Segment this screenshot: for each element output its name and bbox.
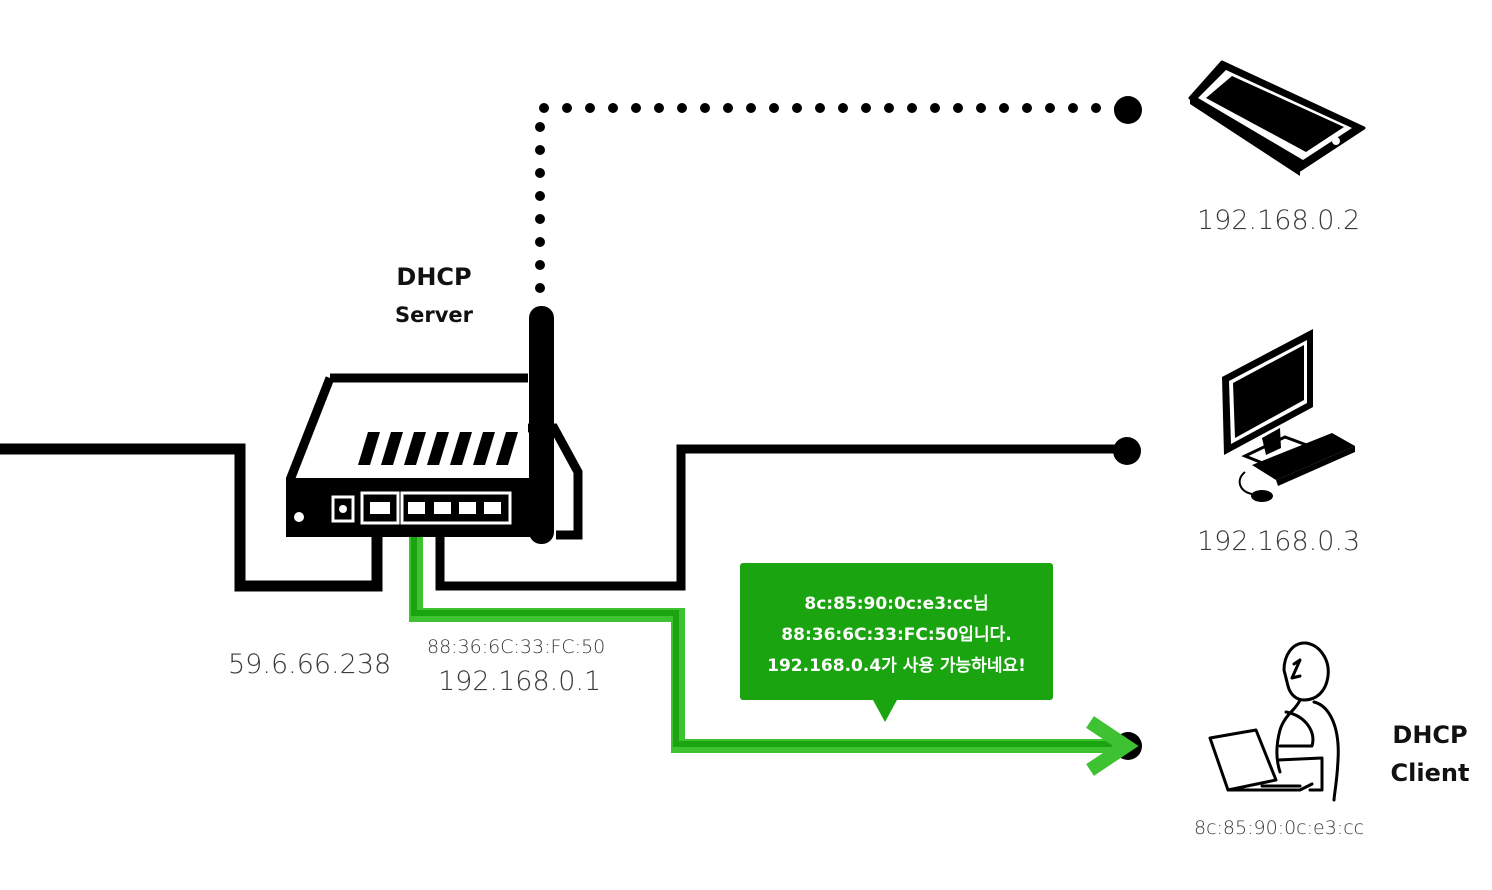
- server-title-line1: DHCP: [396, 263, 472, 291]
- wan-cable: [0, 443, 383, 592]
- client-title-line1: DHCP: [1392, 721, 1468, 749]
- person-laptop-icon: [1208, 641, 1340, 802]
- phone-ip-label: 192.168.0.2: [1197, 205, 1361, 236]
- server-title: DHCP Server: [378, 258, 490, 334]
- lan-ip-label: 192.168.0.1: [438, 666, 602, 697]
- wireless-link: [535, 103, 1125, 293]
- wan-ip-label: 59.6.66.238: [228, 649, 392, 680]
- client-title-line2: Client: [1390, 759, 1470, 787]
- smartphone-icon: [1188, 60, 1366, 176]
- desktop-computer-icon: [1222, 329, 1355, 502]
- client-title: DHCP Client: [1378, 716, 1482, 792]
- phone-node: [1114, 96, 1142, 124]
- message-line1: 8c:85:90:0c:e3:cc님: [804, 594, 989, 614]
- message-line3: 192.168.0.4가 사용 가능하네요!: [767, 656, 1026, 676]
- router-icon: [285, 306, 583, 544]
- desktop-node: [1113, 437, 1141, 465]
- client-mac-label: 8c:85:90:0c:e3:cc: [1194, 817, 1365, 839]
- dhcp-offer-message: 8c:85:90:0c:e3:cc님 88:36:6C:33:FC:50입니다.…: [740, 563, 1053, 722]
- desktop-ip-label: 192.168.0.3: [1197, 526, 1361, 557]
- lan-cable-client-core: [411, 508, 1112, 747]
- lan-cable-desktop: [435, 444, 1127, 591]
- arrow-head-icon: [1086, 716, 1139, 776]
- server-mac-label: 88:36:6C:33:FC:50: [427, 636, 606, 658]
- message-tail: [873, 700, 897, 722]
- server-title-line2: Server: [394, 303, 473, 327]
- message-line2: 88:36:6C:33:FC:50입니다.: [781, 625, 1012, 645]
